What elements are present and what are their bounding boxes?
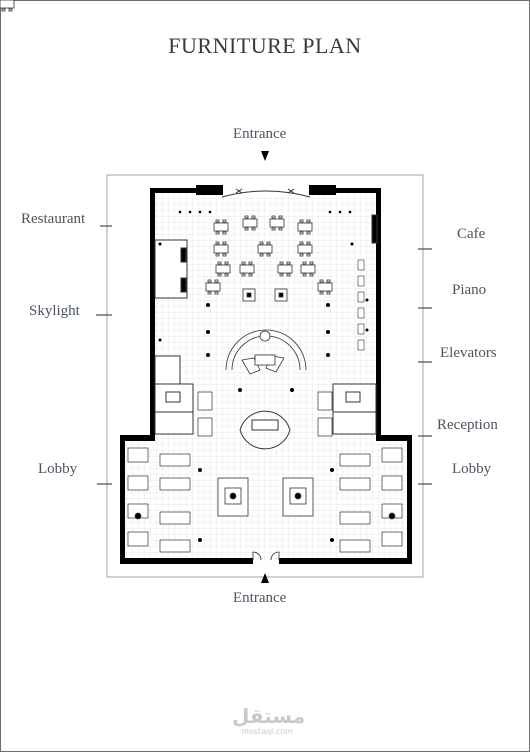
elevator-block: [332, 214, 378, 435]
reception-desk: [239, 410, 291, 450]
watermark-latin: mostaql.com: [241, 727, 293, 736]
lobby-right-seating: [339, 447, 403, 553]
cafe-label: Cafe: [457, 226, 486, 242]
skylight-squares: [242, 288, 288, 302]
restaurant-label: Restaurant: [21, 211, 86, 227]
entrance-top-arrow: [261, 151, 269, 161]
piano-stage: [225, 329, 307, 375]
entrance-bottom-arrow: [261, 573, 269, 583]
leader-lines: [96, 225, 432, 485]
watermark-arabic: مستقل: [232, 704, 306, 728]
lobby-rugs: [217, 477, 314, 517]
elevators-label: Elevators: [440, 345, 497, 361]
lobby-right-label: Lobby: [452, 461, 492, 477]
entrance-doors: [252, 551, 280, 561]
floor-tiles: [124, 190, 409, 562]
column-dots: [158, 210, 369, 357]
skylight-label: Skylight: [29, 303, 80, 319]
restaurant-block: [154, 239, 194, 435]
entrance-top-label: Entrance: [233, 126, 287, 142]
piano-label: Piano: [452, 282, 487, 298]
watermark-logo: مستقل mostaql.com: [232, 704, 306, 737]
lobby-left-seating: [127, 447, 191, 553]
cafe-seating: [357, 259, 365, 351]
plan-title: FURNITURE PLAN: [168, 33, 362, 58]
walls: [120, 185, 412, 564]
reception-label: Reception: [437, 417, 498, 433]
entrance-bottom-label: Entrance: [233, 590, 287, 606]
entrance-arc: [221, 190, 311, 198]
lobby-left-label: Lobby: [38, 461, 78, 477]
restaurant-tables: [0, 0, 333, 295]
lobby-columns: [198, 388, 334, 542]
reception-sofas: [197, 391, 333, 437]
